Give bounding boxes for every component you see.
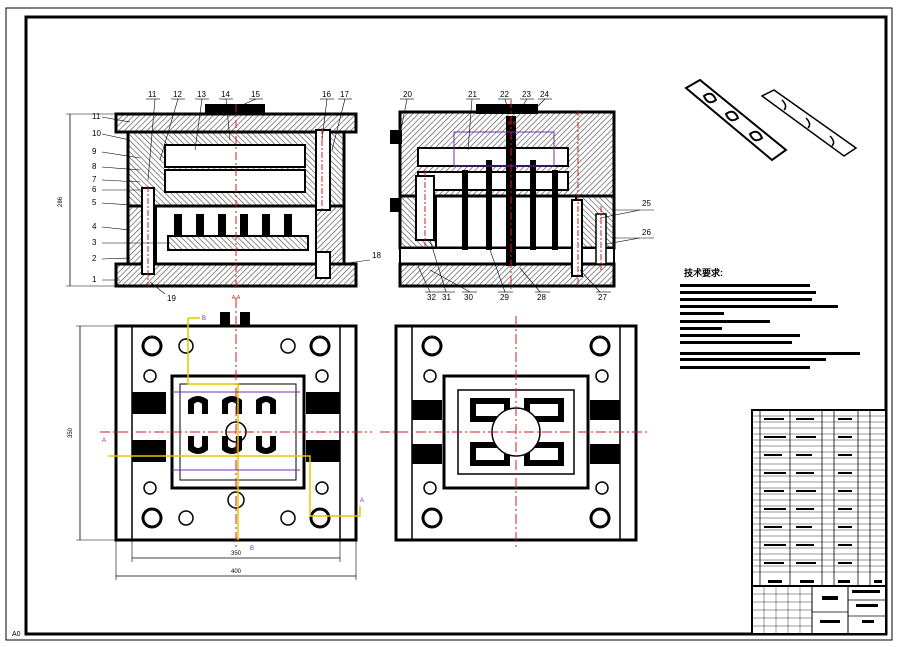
section-mark-b-top: B bbox=[202, 316, 206, 322]
callout-11-top: 11 bbox=[148, 90, 157, 99]
callout-14: 14 bbox=[221, 90, 230, 99]
callout-32: 32 bbox=[427, 293, 436, 302]
callout-19: 19 bbox=[167, 294, 176, 303]
outer-border bbox=[5, 7, 893, 641]
callout-11-side: 11 bbox=[92, 112, 101, 121]
callout-23: 23 bbox=[522, 90, 531, 99]
callout-30: 30 bbox=[464, 293, 473, 302]
section-label-top: B-B bbox=[508, 121, 517, 127]
callout-3: 3 bbox=[92, 238, 97, 247]
bom-table bbox=[751, 409, 887, 587]
dim-height-left: 286 bbox=[58, 196, 64, 207]
tech-requirements-text bbox=[680, 284, 860, 369]
sheet-corner-mark: A0 bbox=[12, 631, 21, 638]
callout-24: 24 bbox=[540, 90, 549, 99]
callout-25: 25 bbox=[642, 199, 651, 208]
callout-20: 20 bbox=[403, 90, 412, 99]
callout-27: 27 bbox=[598, 293, 607, 302]
section-mark-a-left: A bbox=[102, 438, 106, 444]
callout-2: 2 bbox=[92, 254, 97, 263]
callout-8: 8 bbox=[92, 162, 97, 171]
part-isometric-views bbox=[684, 78, 858, 162]
section-view-right bbox=[390, 100, 616, 290]
callout-7: 7 bbox=[92, 175, 97, 184]
callout-26: 26 bbox=[642, 228, 651, 237]
callout-22: 22 bbox=[500, 90, 509, 99]
callout-5: 5 bbox=[92, 198, 97, 207]
callout-17: 17 bbox=[340, 90, 349, 99]
inner-border bbox=[24, 15, 888, 636]
plan-view-fixed-half bbox=[380, 316, 650, 548]
section-mark-b-bottom: B bbox=[250, 546, 254, 552]
callout-29: 29 bbox=[500, 293, 509, 302]
callout-31: 31 bbox=[442, 293, 451, 302]
dim-width-inner: 350 bbox=[231, 551, 242, 557]
callout-21: 21 bbox=[468, 90, 477, 99]
callout-1: 1 bbox=[92, 275, 97, 284]
title-block bbox=[751, 585, 887, 635]
callout-18: 18 bbox=[372, 251, 381, 260]
dim-height-bottom-left: 350 bbox=[68, 427, 74, 438]
callout-28: 28 bbox=[537, 293, 546, 302]
callout-9: 9 bbox=[92, 147, 97, 156]
callout-6: 6 bbox=[92, 185, 97, 194]
section-view-left bbox=[114, 104, 358, 290]
callout-15: 15 bbox=[251, 90, 260, 99]
plan-view-moving-half bbox=[100, 298, 372, 548]
callout-12: 12 bbox=[173, 90, 182, 99]
section-label-left: A-A bbox=[232, 295, 241, 301]
callout-10: 10 bbox=[92, 129, 101, 138]
callout-13: 13 bbox=[197, 90, 206, 99]
tech-requirements-title: 技术要求: bbox=[684, 267, 723, 278]
dim-width-outer: 400 bbox=[231, 569, 242, 575]
callout-16: 16 bbox=[322, 90, 331, 99]
section-mark-a-right: A bbox=[360, 498, 364, 504]
callout-4: 4 bbox=[92, 222, 97, 231]
